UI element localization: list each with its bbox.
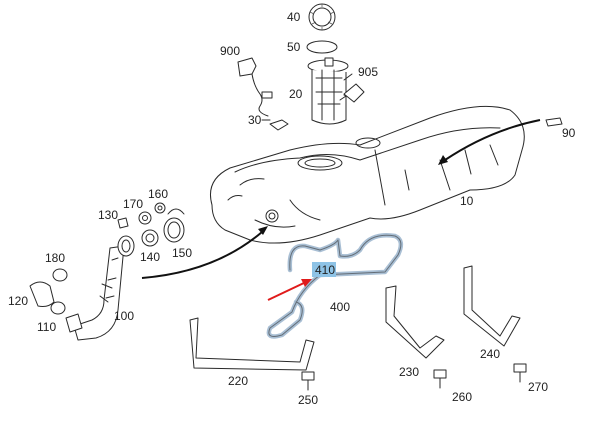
pointer-arrow-to-tank-flange <box>141 226 268 279</box>
fuel-pump-module-part <box>307 57 353 125</box>
label-part-900: 900 <box>220 44 240 58</box>
part-410-highlight-box <box>312 262 336 277</box>
label-part-410: 410 <box>315 263 335 277</box>
label-part-140: 140 <box>140 250 160 264</box>
filler-small-part-130 <box>117 217 129 229</box>
label-part-240: 240 <box>480 347 500 361</box>
ring-part-140 <box>141 229 159 247</box>
label-part-150: 150 <box>172 246 192 260</box>
highlight-arrow <box>267 279 312 301</box>
label-part-110: 110 <box>37 320 56 334</box>
seal-ring-part <box>306 40 338 54</box>
lock-ring-part <box>308 3 336 31</box>
tank-strap-part-240 <box>463 265 521 347</box>
label-part-250: 250 <box>298 393 318 407</box>
connector-part-905 <box>339 83 365 103</box>
fuel-tank-part <box>210 105 525 244</box>
filler-small-part-160 <box>154 202 166 214</box>
label-part-20: 20 <box>289 87 303 101</box>
tank-strap-part-230 <box>385 285 445 359</box>
bolt-part-270 <box>513 363 527 383</box>
label-part-10: 10 <box>460 194 474 208</box>
bolt-part-260 <box>433 369 447 389</box>
label-part-120: 120 <box>8 294 28 308</box>
label-part-170: 170 <box>123 197 143 211</box>
label-part-40: 40 <box>287 10 301 24</box>
fuel-level-sensor-part <box>237 57 273 117</box>
label-part-400: 400 <box>330 300 350 314</box>
label-part-905: 905 <box>358 65 378 79</box>
filler-neck-part <box>73 235 135 341</box>
fuel-cap-part-150 <box>163 208 185 243</box>
tank-strap-part-220 <box>189 317 315 371</box>
label-part-30: 30 <box>248 113 262 127</box>
filler-hose-lower <box>65 313 83 333</box>
label-part-230: 230 <box>399 365 419 379</box>
label-part-260: 260 <box>452 390 472 404</box>
bolt-part-250 <box>301 371 315 391</box>
label-part-180: 180 <box>45 251 65 265</box>
hose-part-120 <box>29 281 55 307</box>
ring-part-180 <box>52 268 68 282</box>
label-part-90: 90 <box>562 126 576 140</box>
connector-part-30 <box>261 119 289 131</box>
label-part-130: 130 <box>98 208 118 222</box>
ring-part-110 <box>50 301 66 315</box>
label-part-220: 220 <box>228 374 248 388</box>
filler-small-part-170 <box>138 211 152 225</box>
vent-tube-part-400 <box>266 233 404 339</box>
pointer-arrow-to-tank-top <box>438 119 541 165</box>
label-part-50: 50 <box>287 40 301 54</box>
label-part-100: 100 <box>114 309 134 323</box>
label-part-160: 160 <box>148 187 168 201</box>
label-part-270: 270 <box>528 380 548 394</box>
clip-part-90 <box>545 117 563 127</box>
